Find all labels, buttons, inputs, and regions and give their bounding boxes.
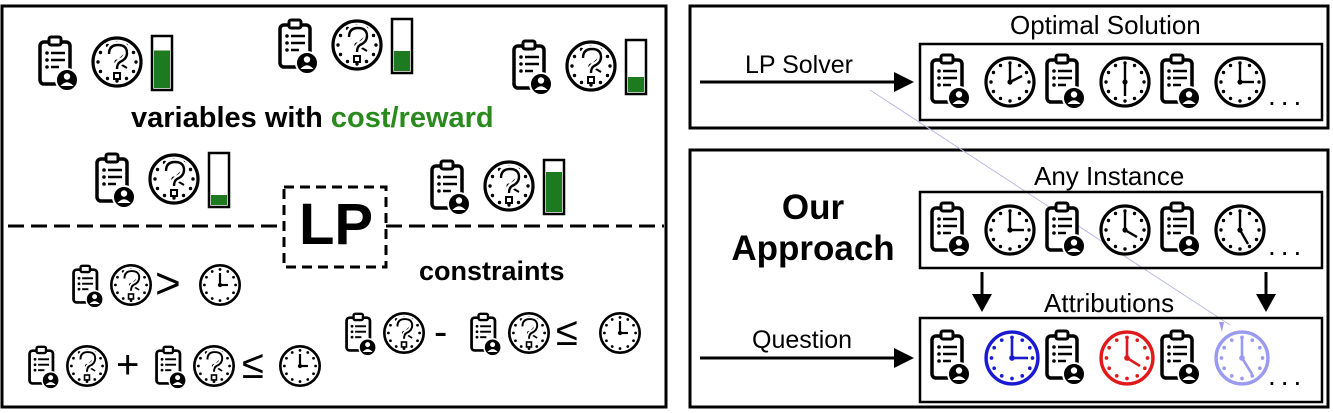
lp-label: LP	[298, 192, 374, 257]
attributions-ellipsis: ...	[1268, 360, 1307, 391]
variable-bar-fill	[628, 77, 644, 92]
variable-bar-fill	[394, 51, 410, 71]
question-clock-icon	[509, 313, 548, 352]
clock-hand	[1126, 356, 1141, 368]
question-arrowhead	[894, 348, 914, 368]
attribution-item-3	[1160, 322, 1270, 387]
variables-label-prefix: variables with	[131, 102, 331, 134]
question-clock-icon	[567, 42, 615, 90]
clock-hand	[1124, 228, 1138, 239]
instance-ellipsis: ...	[1268, 230, 1307, 261]
attributions-box	[918, 316, 1324, 404]
clipboard-icon	[930, 53, 972, 111]
solution-item-2	[1045, 53, 1151, 111]
clipboard-icon	[28, 345, 61, 391]
variable-group-3	[512, 39, 648, 97]
clipboard-icon	[345, 312, 378, 358]
attribution-item-2	[1045, 329, 1155, 387]
question-clock-icon	[333, 21, 381, 69]
attributions-title: Attributions	[1044, 288, 1175, 318]
variable-bar-frame	[207, 151, 231, 209]
clipboard-icon	[930, 201, 972, 259]
bottom-right-panel-border	[688, 148, 1330, 409]
variable-bar-fill	[211, 195, 227, 205]
constraint-op-greater: >	[155, 259, 181, 308]
clipboard-icon	[72, 264, 105, 310]
clipboard-icon	[1160, 329, 1202, 387]
optimal-solution-box	[918, 42, 1324, 122]
solution-item-3	[1160, 53, 1266, 111]
clipboard-icon	[278, 18, 320, 76]
instance-item-3	[1160, 201, 1266, 259]
clipboard-icon	[430, 159, 472, 217]
variables-label: variables with cost/reward	[131, 104, 494, 133]
variable-group-4	[95, 151, 231, 210]
clipboard-icon	[1045, 201, 1087, 259]
lp-solver-arrowhead	[894, 72, 914, 92]
instance-item-2	[1045, 201, 1151, 259]
lp-box	[282, 185, 388, 269]
clipboard-icon	[1160, 201, 1202, 259]
variable-group-2	[278, 18, 414, 76]
any-instance-title: Any Instance	[1034, 161, 1185, 191]
clock-hand	[1009, 74, 1023, 84]
variable-bar-fill	[154, 50, 170, 88]
clipboard-icon	[512, 39, 554, 97]
question-clock-icon	[111, 265, 150, 304]
constraint-op-minus: -	[434, 310, 448, 354]
solution-item-1	[930, 53, 1036, 111]
constraint-op-leq-2: ≤	[242, 343, 264, 387]
our-approach-line1: Our	[781, 188, 845, 227]
constraint-2	[345, 312, 641, 358]
solution-ellipsis: ...	[1268, 80, 1307, 111]
question-clock-icon	[67, 346, 106, 385]
question-clock-icon	[150, 155, 198, 203]
clipboard-icon	[155, 345, 188, 391]
constraint-op-leq-1: ≤	[556, 310, 578, 354]
variable-group-5	[430, 159, 566, 217]
variable-bar-fill	[546, 172, 562, 212]
instance-item-1	[930, 201, 1036, 259]
clock-hand	[1238, 229, 1250, 245]
left-panel-border	[0, 4, 668, 409]
attribution-item-1	[930, 329, 1040, 387]
question-label: Question	[752, 326, 853, 354]
question-clock-icon	[384, 313, 423, 352]
question-clock-icon	[194, 346, 233, 385]
constraint-1	[72, 264, 241, 310]
top-right-panel-border	[688, 4, 1330, 130]
down-arrow-right-head	[1256, 294, 1276, 312]
our-approach-line2: Approach	[731, 229, 895, 268]
any-instance-box	[918, 190, 1324, 270]
clipboard-icon	[470, 312, 503, 358]
clock-hand	[1240, 357, 1254, 375]
small-marker	[1219, 322, 1224, 332]
clipboard-icon	[1045, 53, 1087, 111]
constraints-label: constraints	[419, 256, 565, 286]
constraint-3	[28, 345, 321, 391]
clipboard-icon	[930, 329, 972, 387]
question-clock-icon	[93, 38, 141, 86]
constraint-op-plus: +	[116, 343, 140, 387]
variables-label-highlight: cost/reward	[330, 102, 494, 134]
clipboard-icon	[1160, 53, 1202, 111]
lp-solver-label: LP Solver	[745, 51, 853, 79]
clipboard-icon	[1045, 329, 1087, 387]
question-clock-icon	[485, 162, 533, 210]
clipboard-icon	[38, 35, 80, 93]
optimal-solution-title: Optimal Solution	[1010, 10, 1201, 40]
clipboard-icon	[95, 152, 137, 210]
down-arrow-left-head	[972, 294, 992, 312]
variable-group-1	[38, 35, 174, 93]
